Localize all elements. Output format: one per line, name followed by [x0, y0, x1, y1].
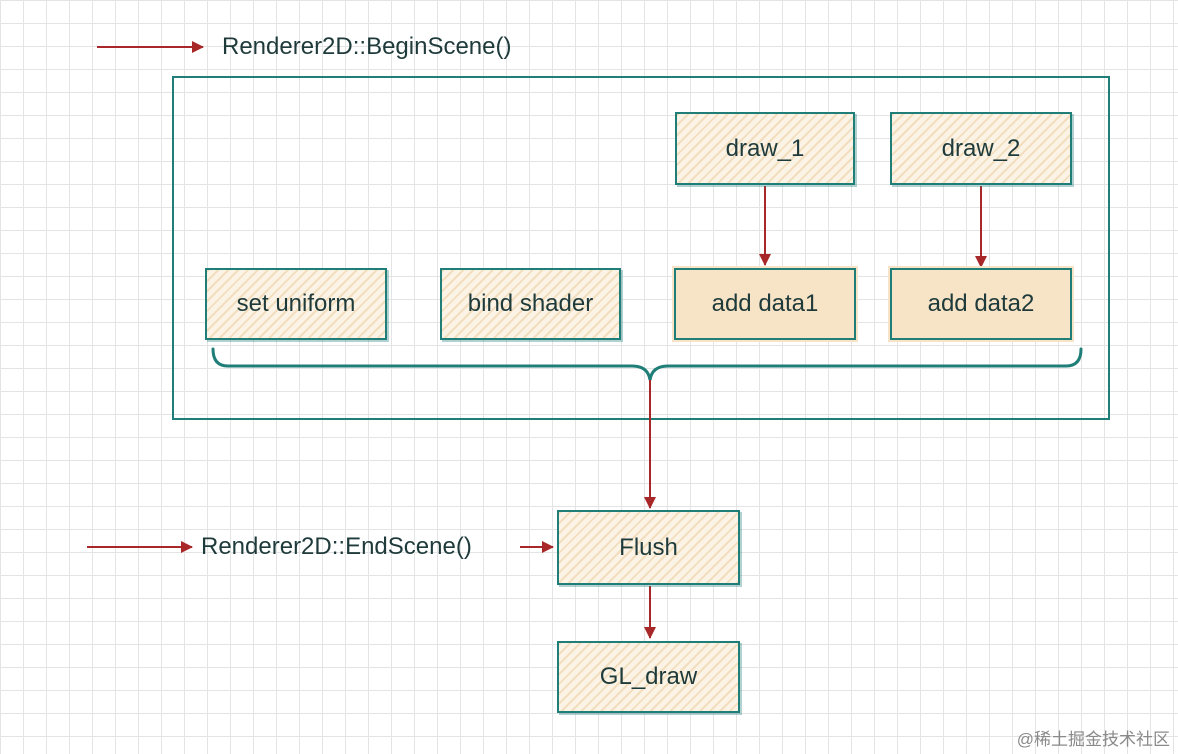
begin-scene-label: Renderer2D::BeginScene()	[222, 33, 512, 60]
bind-shader-box: bind shader	[440, 268, 621, 340]
add-data1-box: add data1	[674, 268, 856, 340]
draw-2-box: draw_2	[890, 112, 1072, 185]
group-brace	[211, 347, 1083, 381]
set-uniform-box: set uniform	[205, 268, 387, 340]
watermark: @稀土掘金技术社区	[1016, 730, 1170, 749]
gl-draw-box: GL_draw	[557, 641, 740, 713]
end-scene-label: Renderer2D::EndScene()	[201, 533, 472, 560]
scene-container	[172, 76, 1110, 420]
add-data2-box: add data2	[890, 268, 1072, 340]
draw-1-box: draw_1	[675, 112, 855, 185]
flush-box: Flush	[557, 510, 740, 585]
